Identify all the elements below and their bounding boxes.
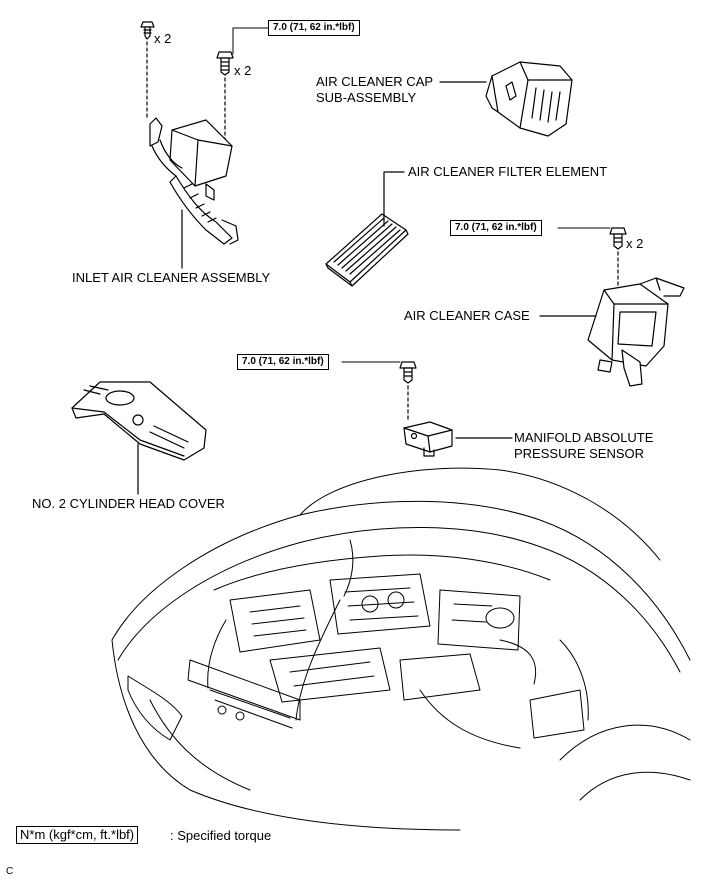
filter-label-leader bbox=[383, 171, 405, 227]
cap-label-line1: AIR CLEANER CAP bbox=[316, 74, 434, 89]
air-cleaner-filter bbox=[325, 213, 409, 287]
legend-description: : Specified torque bbox=[170, 828, 272, 843]
cylinder-head-cover bbox=[71, 381, 207, 461]
air-cleaner-case bbox=[587, 277, 685, 387]
inlet-bolt-icon bbox=[216, 51, 234, 76]
case-torque-spec: 7.0 (71, 62 in.*lbf) bbox=[450, 220, 542, 236]
inlet-air-cleaner-assembly bbox=[149, 117, 239, 245]
cover-label: NO. 2 CYLINDER HEAD COVER bbox=[32, 496, 225, 511]
cap-label-line2: SUB-ASSEMBLY bbox=[316, 90, 417, 105]
case-bolt-quantity: x 2 bbox=[626, 236, 644, 251]
case-label: AIR CLEANER CASE bbox=[404, 308, 530, 323]
corner-code: C bbox=[6, 866, 14, 877]
legend-torque-box: N*m (kgf*cm, ft.*lbf) bbox=[16, 826, 139, 844]
case-bolt-icon bbox=[609, 227, 627, 250]
sensor-label-line2: PRESSURE SENSOR bbox=[514, 446, 645, 461]
sensor-torque-spec: 7.0 (71, 62 in.*lbf) bbox=[237, 354, 329, 370]
inlet-clip-quantity: x 2 bbox=[154, 31, 172, 46]
air-cleaner-cap bbox=[485, 61, 573, 137]
inlet-bolt-quantity: x 2 bbox=[234, 63, 252, 78]
sensor-label-line1: MANIFOLD ABSOLUTE bbox=[514, 430, 654, 445]
inlet-torque-spec: 7.0 (71, 62 in.*lbf) bbox=[268, 20, 360, 36]
inlet-clip-icon bbox=[140, 21, 155, 40]
filter-label: AIR CLEANER FILTER ELEMENT bbox=[408, 164, 608, 179]
map-sensor bbox=[403, 421, 453, 457]
inlet-label: INLET AIR CLEANER ASSEMBLY bbox=[72, 270, 271, 285]
vehicle-engine-bay bbox=[111, 467, 691, 831]
sensor-bolt-icon bbox=[399, 361, 417, 384]
inlet-torque-leader bbox=[232, 27, 269, 55]
